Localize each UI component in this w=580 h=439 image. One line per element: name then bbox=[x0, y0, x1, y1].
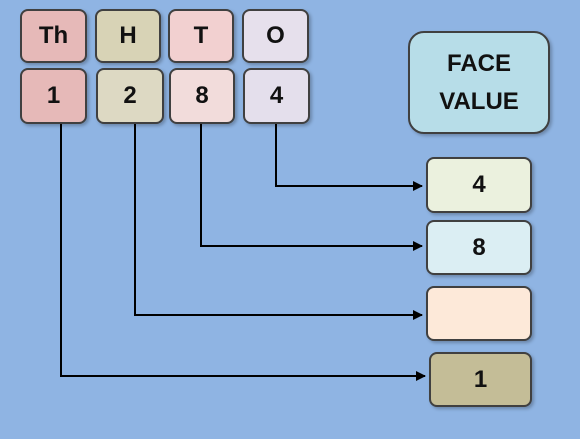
result-hundreds bbox=[426, 286, 532, 341]
digit-thousands: 1 bbox=[20, 68, 87, 124]
result-ones: 4 bbox=[426, 157, 532, 213]
arrow-tens bbox=[200, 124, 423, 251]
arrow-ones bbox=[275, 124, 423, 191]
digit-tens: 8 bbox=[169, 68, 235, 124]
header-thousands: Th bbox=[20, 9, 87, 63]
header-hundreds: H bbox=[95, 9, 161, 63]
header-ones: O bbox=[242, 9, 309, 63]
face-value-line2: VALUE bbox=[439, 87, 519, 115]
arrow-thousands bbox=[60, 124, 426, 381]
digit-ones: 4 bbox=[243, 68, 310, 124]
face-value-box: FACE VALUE bbox=[408, 31, 550, 134]
arrow-hundreds bbox=[134, 124, 423, 320]
face-value-line1: FACE bbox=[446, 49, 511, 77]
digit-hundreds: 2 bbox=[96, 68, 164, 124]
header-tens: T bbox=[168, 9, 234, 63]
result-tens: 8 bbox=[426, 220, 532, 275]
result-thousands: 1 bbox=[429, 352, 532, 407]
